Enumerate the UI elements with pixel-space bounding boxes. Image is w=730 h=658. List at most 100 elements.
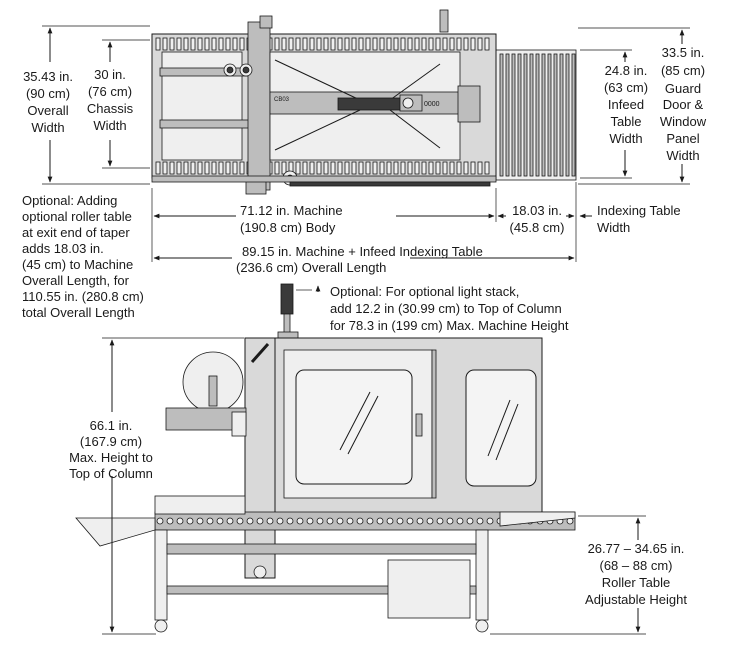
- exit-chute: [75, 517, 156, 547]
- front-caster: [154, 619, 168, 633]
- belt-tooth: [463, 161, 469, 175]
- svg-text:18.03 in.: 18.03 in.: [512, 203, 562, 218]
- belt-tooth: [169, 161, 175, 175]
- belt-tooth: [379, 37, 385, 51]
- belt-tooth: [274, 161, 280, 175]
- belt-tooth: [309, 37, 315, 51]
- belt-tooth: [393, 37, 399, 51]
- svg-text:Panel: Panel: [666, 131, 699, 146]
- svg-text:Adjustable Height: Adjustable Height: [585, 592, 687, 607]
- belt-tooth: [365, 37, 371, 51]
- svg-text:for 78.3 in (199 cm) Max. Mach: for 78.3 in (199 cm) Max. Machine Height: [330, 318, 569, 333]
- bed-roller: [456, 517, 464, 525]
- side-view-dimensions: [102, 285, 646, 635]
- belt-tooth: [232, 37, 238, 51]
- svg-text:optional roller table: optional roller table: [22, 209, 132, 224]
- belt-tooth: [218, 37, 224, 51]
- belt-tooth: [470, 37, 476, 51]
- belt-tooth: [211, 37, 217, 51]
- svg-text:(68 – 88 cm): (68 – 88 cm): [600, 558, 673, 573]
- belt-tooth: [379, 161, 385, 175]
- svg-text:Width: Width: [666, 148, 699, 163]
- panel-code: CB03: [274, 97, 290, 103]
- side-view-drawing: [75, 283, 576, 633]
- bed-roller: [276, 517, 284, 525]
- bed-roller: [356, 517, 364, 525]
- top-view-drawing: CB03 0000: [151, 9, 577, 195]
- belt-tooth: [463, 37, 469, 51]
- belt-tooth: [372, 161, 378, 175]
- belt-tooth: [288, 37, 294, 51]
- bed-roller: [246, 517, 254, 525]
- infeed-indexing-table: [495, 49, 577, 181]
- svg-text:Width: Width: [31, 120, 64, 135]
- belt-tooth: [176, 161, 182, 175]
- belt-tooth: [239, 37, 245, 51]
- infeed-roller: [511, 53, 516, 177]
- belt-tooth: [449, 37, 455, 51]
- belt-tooth: [358, 161, 364, 175]
- svg-text:Guard: Guard: [665, 81, 701, 96]
- bed-roller: [436, 517, 444, 525]
- belt-tooth: [183, 161, 189, 175]
- belt-tooth: [414, 37, 420, 51]
- belt-tooth: [435, 37, 441, 51]
- svg-text:Width: Width: [609, 131, 642, 146]
- bed-roller: [466, 517, 474, 525]
- svg-text:(45.8 cm): (45.8 cm): [510, 220, 565, 235]
- door-window: [295, 369, 413, 485]
- infeed-roller: [529, 53, 534, 177]
- svg-text:Overall Length, for: Overall Length, for: [22, 273, 130, 288]
- belt-tooth: [484, 37, 490, 51]
- belt-tooth: [190, 37, 196, 51]
- rear-leg: [475, 529, 489, 621]
- infeed-roller: [547, 53, 552, 177]
- bed-roller: [166, 517, 174, 525]
- svg-text:Indexing Table: Indexing Table: [597, 203, 681, 218]
- svg-text:(190.8 cm) Body: (190.8 cm) Body: [240, 220, 336, 235]
- belt-tooth: [169, 37, 175, 51]
- svg-text:33.5 in.: 33.5 in.: [662, 45, 705, 60]
- svg-text:26.77 – 34.65 in.: 26.77 – 34.65 in.: [588, 541, 685, 556]
- belt-tooth: [400, 161, 406, 175]
- bed-roller: [256, 517, 264, 525]
- belt-tooth: [162, 37, 168, 51]
- svg-text:adds 18.03 in.: adds 18.03 in.: [22, 241, 104, 256]
- bed-roller: [206, 517, 214, 525]
- infeed-roller: [499, 53, 504, 177]
- svg-text:30 in.: 30 in.: [94, 67, 126, 82]
- belt-tooth: [351, 161, 357, 175]
- svg-text:Chassis: Chassis: [87, 101, 134, 116]
- belt-tooth: [176, 37, 182, 51]
- bed-roller: [266, 517, 274, 525]
- infeed-roller: [553, 53, 558, 177]
- infeed-roller: [541, 53, 546, 177]
- bed-roller: [416, 517, 424, 525]
- bed-roller: [286, 517, 294, 525]
- belt-tooth: [470, 161, 476, 175]
- belt-tooth: [316, 37, 322, 51]
- svg-text:Width: Width: [597, 220, 630, 235]
- bed-roller: [476, 517, 484, 525]
- bed-roller: [216, 517, 224, 525]
- belt-tooth: [456, 161, 462, 175]
- belt-tooth: [204, 37, 210, 51]
- bed-roller: [296, 517, 304, 525]
- svg-text:(90 cm): (90 cm): [26, 86, 70, 101]
- svg-text:(167.9 cm): (167.9 cm): [80, 434, 142, 449]
- infeed-roller: [559, 53, 564, 177]
- bed-roller: [226, 517, 234, 525]
- belt-tooth: [456, 37, 462, 51]
- belt-tooth: [442, 161, 448, 175]
- optional-roller-note: Optional: Adding optional roller table a…: [22, 193, 144, 320]
- svg-text:Top of Column: Top of Column: [69, 466, 153, 481]
- belt-tooth: [295, 37, 301, 51]
- overall-width-label: 35.43 in. (90 cm) Overall Width: [23, 69, 73, 135]
- infeed-roller: [523, 53, 528, 177]
- svg-text:Roller Table: Roller Table: [602, 575, 670, 590]
- belt-tooth: [274, 37, 280, 51]
- infeed-roller: [565, 53, 570, 177]
- svg-text:(85 cm): (85 cm): [661, 63, 705, 78]
- belt-tooth: [309, 161, 315, 175]
- belt-tooth: [323, 37, 329, 51]
